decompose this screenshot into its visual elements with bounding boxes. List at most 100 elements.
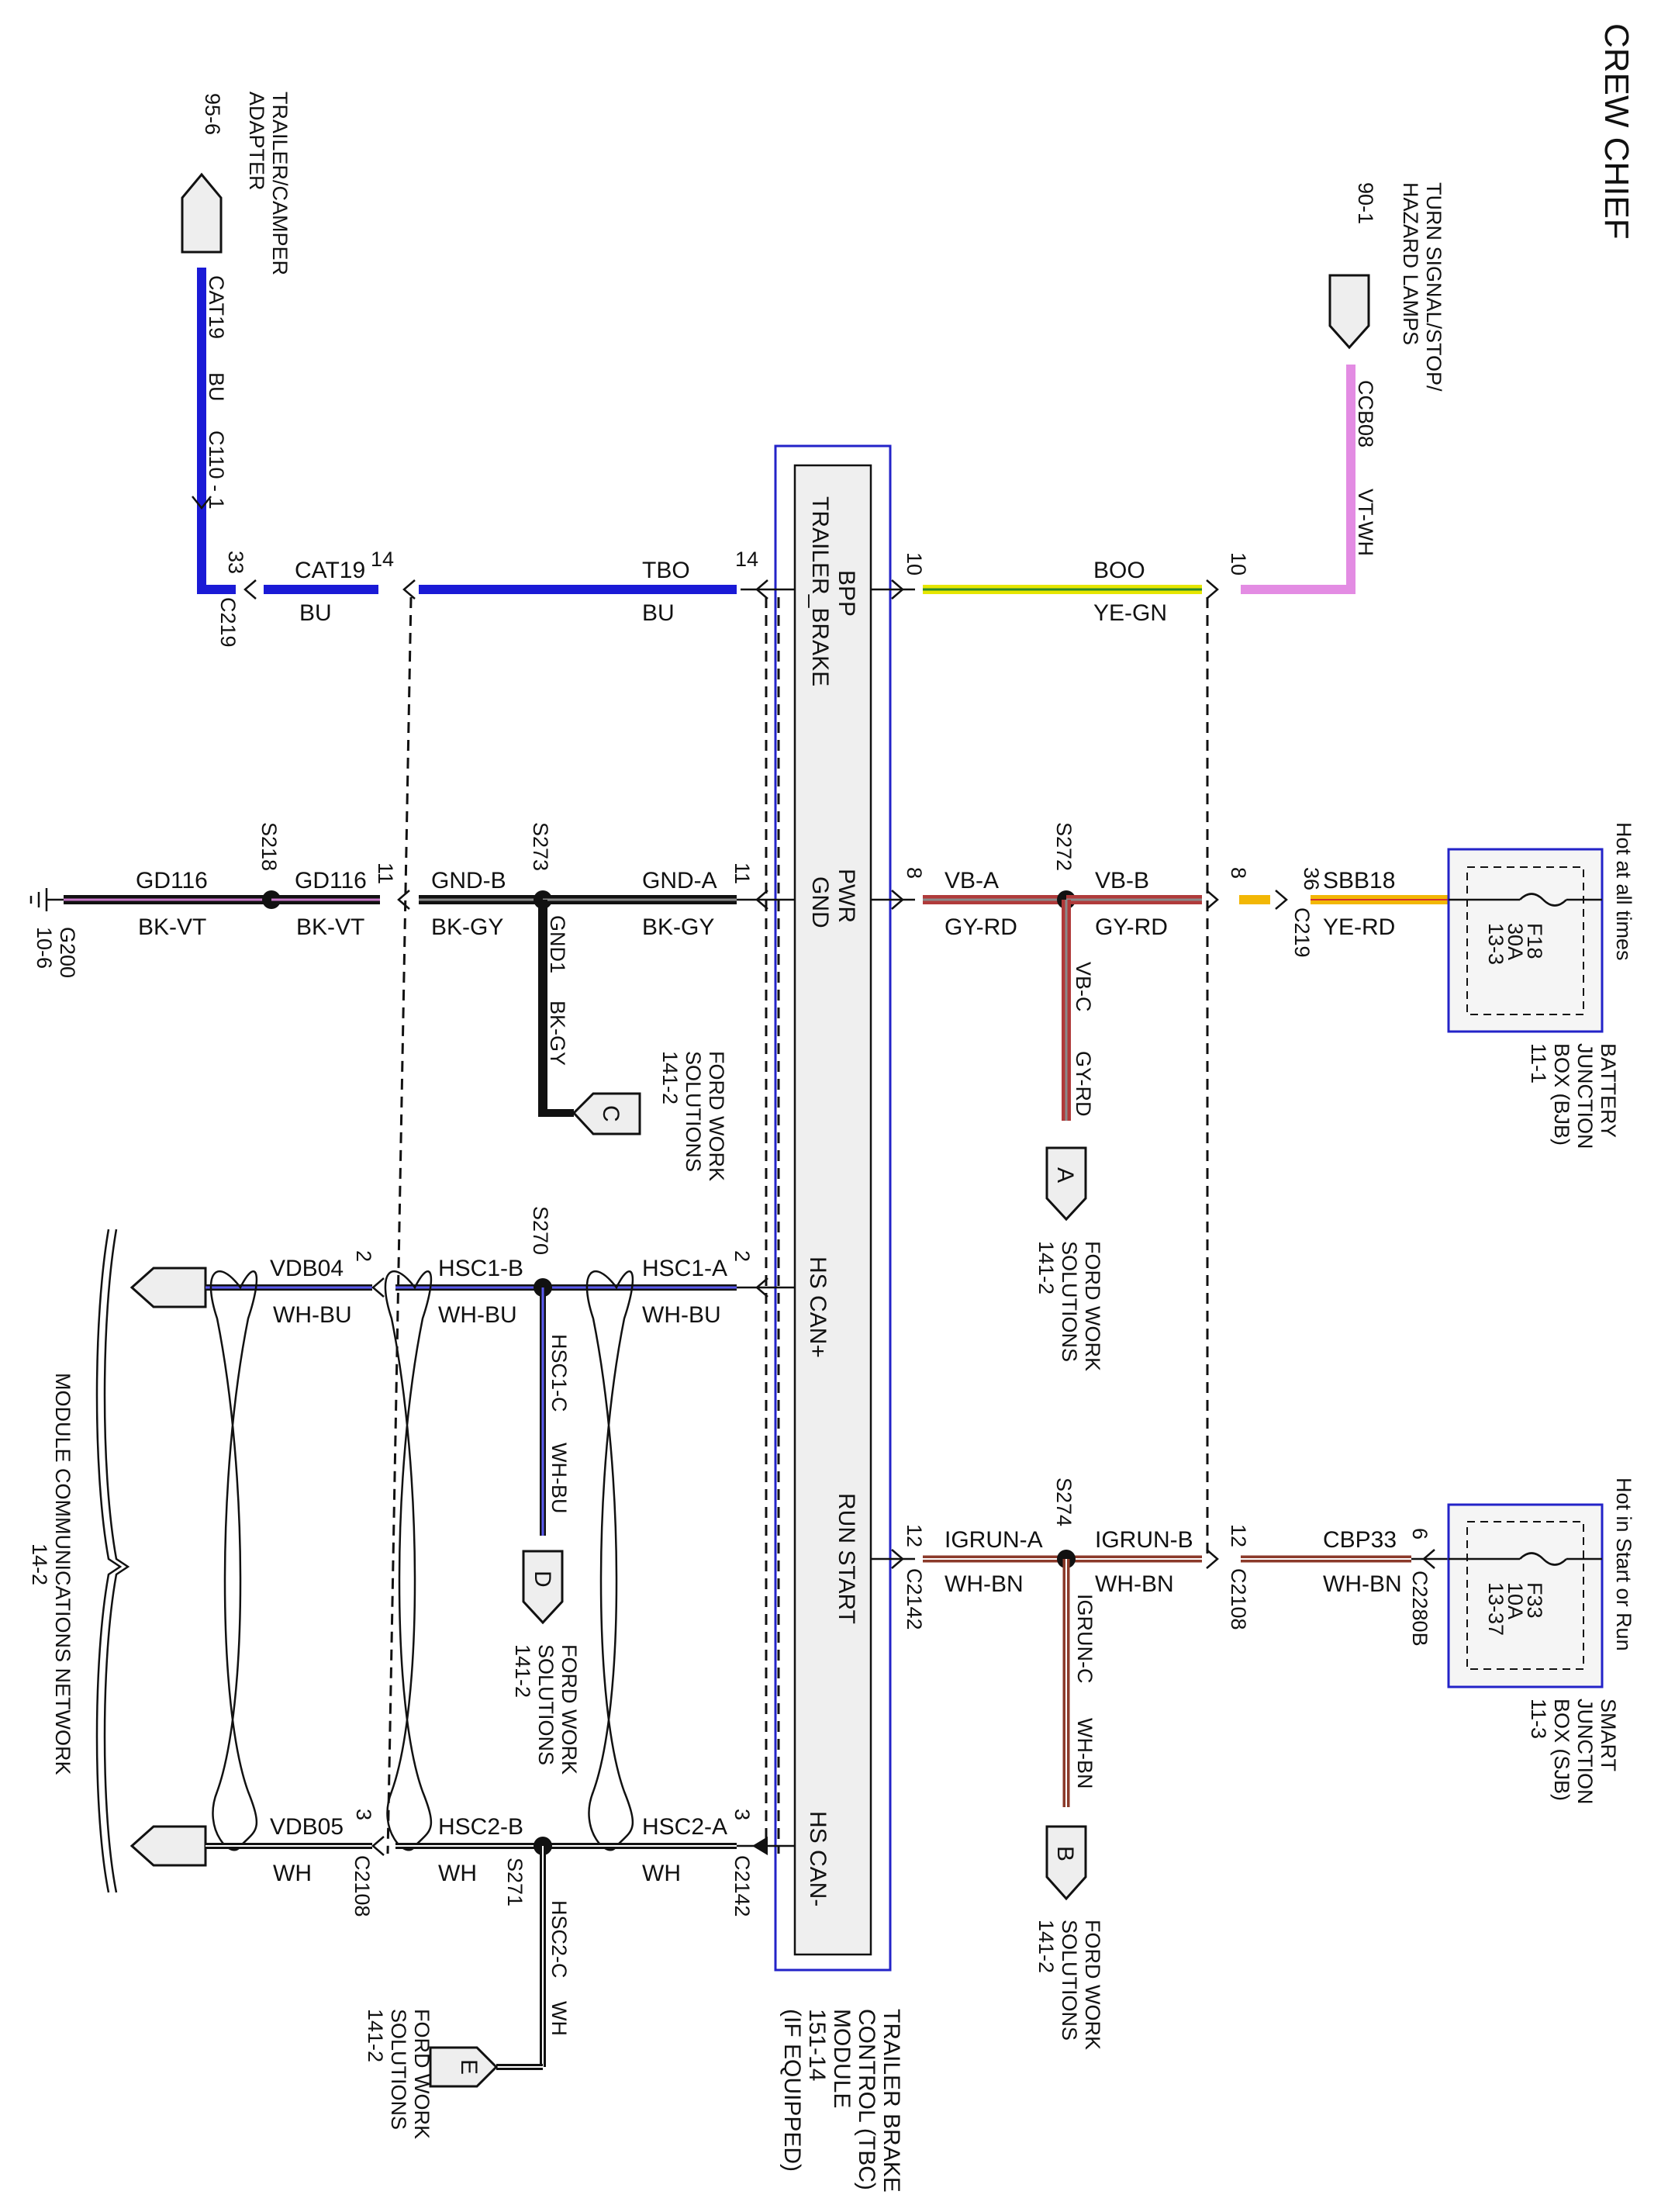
row-bpp: 10 BOO YE-GN 10 CCB08 VT-WH 90-1 TURN SI… <box>871 182 1445 626</box>
flag-e-connector <box>429 2046 499 2088</box>
module-caption-line-4: 151-14 <box>804 2009 830 2081</box>
wire-boo-label: BOO <box>1093 558 1145 583</box>
harness-boundaries <box>386 596 1209 1854</box>
pin-label-bpp: BPP <box>834 570 859 617</box>
wire-gy-rd-a-label: GY-RD <box>945 914 1017 940</box>
wire-hsc1-a-label: HSC1-A <box>642 1256 727 1281</box>
flag-e-label: E <box>456 2059 482 2075</box>
wire-wh-bn-4-label: WH-BN <box>1323 1571 1402 1597</box>
pin-10-a: 10 <box>903 552 926 575</box>
ford-work-d-2: SOLUTIONS <box>534 1644 558 1765</box>
wire-sbb18-label: SBB18 <box>1323 868 1395 893</box>
ford-work-d-3: 141-2 <box>511 1644 534 1698</box>
turn-signal-ref: 90-1 <box>1354 182 1377 224</box>
fuse-icon <box>1519 893 1567 907</box>
splice-s273-label: S273 <box>529 822 552 871</box>
arrow-icon <box>891 890 904 910</box>
flag-d-connector <box>522 1550 564 1625</box>
ford-work-b-1: FORD WORK <box>1081 1920 1104 2050</box>
module-caption-line-5: (IF EQUIPPED) <box>779 2009 805 2172</box>
module-border <box>774 444 892 1972</box>
pin-label-trailer-brake: TRAILER_BRAKE <box>807 496 833 686</box>
arrow-icon <box>755 890 768 910</box>
wire-hsc2-c-label: HSC2-C <box>547 1900 571 1979</box>
arrow-icon <box>402 579 416 600</box>
diagram-title: CREW CHIEF <box>1597 23 1635 240</box>
sjb-hot-label: Hot in Start or Run <box>1612 1478 1635 1651</box>
fuse-f18-rating: 30A <box>1504 923 1527 960</box>
wire-ccb08-horizontal <box>1241 585 1355 594</box>
module-caption: TRAILER BRAKE CONTROL (TBC) MODULE 151-1… <box>779 2009 904 2193</box>
pin-2-a: 2 <box>352 1250 375 1262</box>
wire-igrun-c-label: IGRUN-C <box>1073 1594 1096 1684</box>
connector-c2108-a: C2108 <box>1227 1568 1250 1630</box>
wire-gnd-a-label: GND-A <box>642 868 717 893</box>
ford-work-a-1: FORD WORK <box>1081 1241 1104 1371</box>
pin-label-hs-can-plus: HS CAN+ <box>805 1256 831 1358</box>
ground-g200: G200 <box>56 927 79 978</box>
wire-gnd1-foot <box>538 1109 574 1117</box>
connector-c2108-b: C2108 <box>351 1855 374 1917</box>
wire-wh-1-label: WH <box>273 1861 312 1886</box>
pin-12-b: 12 <box>1227 1524 1250 1547</box>
wire-cbp33-label: CBP33 <box>1323 1527 1397 1553</box>
pin-10-b: 10 <box>1227 552 1250 575</box>
wire-ye-gn-label: YE-GN <box>1093 600 1167 626</box>
wire-gd116-b-label: GD116 <box>295 868 367 893</box>
module-comm-connector-2 <box>130 1825 207 1867</box>
wire-wh-bu-2-label: WH-BU <box>438 1302 517 1328</box>
ford-work-a-3: 141-2 <box>1034 1241 1058 1294</box>
wire-wh-bu-3-label: WH-BU <box>642 1302 721 1328</box>
arrow-icon <box>752 1837 768 1855</box>
arrow-icon <box>1275 890 1288 910</box>
connector-c110-label: C110 - 1 <box>205 430 228 510</box>
bjb-label-4: 11-1 <box>1527 1043 1550 1084</box>
wire-ccb08-vertical <box>1346 365 1355 594</box>
module-comm-network: MODULE COMMUNICATIONS NETWORK 14-2 <box>28 1229 130 1893</box>
wire-hsc2-a-label: HSC2-A <box>642 1814 727 1840</box>
ford-work-c-2: SOLUTIONS <box>682 1051 705 1172</box>
fuse-f33: F33 <box>1523 1582 1546 1619</box>
turn-signal-connector <box>1328 274 1370 350</box>
c110-arrow-icon <box>192 496 212 510</box>
row-trailer-brake: 95-6 TRAILER/CAMPER ADAPTER CAT19 BU C11… <box>181 92 795 648</box>
arrow-icon <box>397 890 410 910</box>
wire-vb-a-label: VB-A <box>945 868 999 893</box>
pin-36: 36 <box>1300 867 1323 890</box>
flag-c-label: C <box>598 1105 623 1122</box>
wire-wh-bu-4-label: WH-BU <box>547 1443 571 1513</box>
pin-8-b: 8 <box>1227 867 1250 879</box>
bjb-label-1: BATTERY <box>1597 1043 1620 1138</box>
ground-ref: 10-6 <box>33 927 56 969</box>
pin-11-a: 11 <box>374 862 397 884</box>
wire-wh-2-label: WH <box>438 1861 477 1886</box>
pin-33: 33 <box>224 551 247 574</box>
wire-bu-top-label: BU <box>205 372 228 402</box>
wire-bk-gy-c-label: BK-GY <box>546 1001 569 1066</box>
battery-junction-box <box>1447 848 1604 1033</box>
trailer-camper-label-1: TRAILER/CAMPER <box>268 92 292 275</box>
arrow-icon <box>371 1277 385 1298</box>
wire-vdb05-label: VDB05 <box>270 1814 344 1840</box>
bjb-hot-label: Hot at all times <box>1612 822 1635 961</box>
splice-s271-label: S271 <box>503 1858 527 1906</box>
wire-cat19-label: CAT19 <box>295 558 365 583</box>
arrow-icon <box>1206 1549 1219 1569</box>
arrow-icon <box>891 579 904 600</box>
wire-ccb08-label: CCB08 <box>1354 380 1377 448</box>
connector-c219-a: C219 <box>216 597 240 648</box>
ford-work-b-2: SOLUTIONS <box>1058 1920 1081 2041</box>
flag-d-label: D <box>530 1571 555 1588</box>
turn-signal-label-2: HAZARD LAMPS <box>1399 182 1422 345</box>
row-run-start: 12 C2142 S274 IGRUN-A WH-BN IGRUN-B WH-B… <box>871 1478 1635 2050</box>
flag-b-connector <box>1045 1825 1087 1901</box>
wire-ye-rd-label: YE-RD <box>1323 914 1395 940</box>
sjb-label-4: 11-3 <box>1527 1699 1550 1739</box>
row-ground: G200 10-6 S218 GD116 BK-VT GD116 BK-VT 1… <box>29 822 795 1181</box>
wire-tbo <box>419 585 737 594</box>
connector-c219-b: C219 <box>1290 907 1314 958</box>
wire-bk-vt-b-label: BK-VT <box>296 914 364 940</box>
bjb-label-2: JUNCTION <box>1573 1043 1597 1149</box>
wire-wh-bn-1-label: WH-BN <box>945 1571 1024 1597</box>
